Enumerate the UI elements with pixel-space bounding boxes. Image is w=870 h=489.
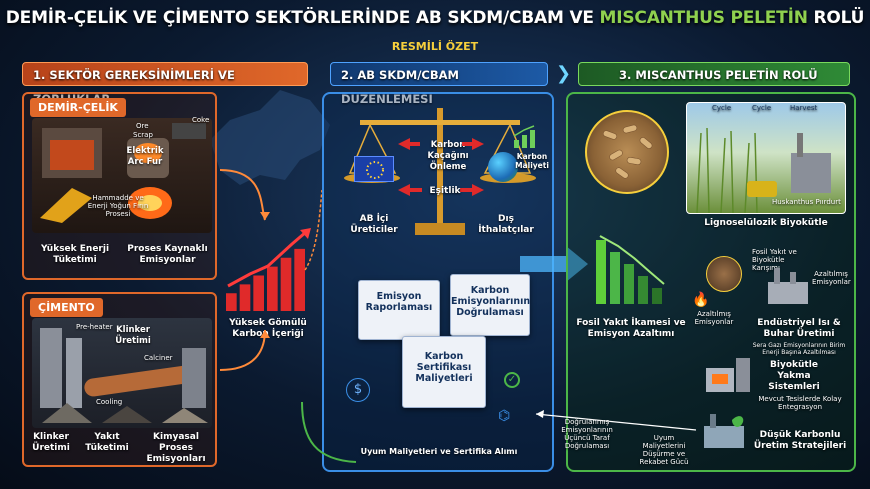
steel-tag: DEMİR-ÇELİK xyxy=(30,98,126,117)
miscanthus-field xyxy=(686,102,846,214)
flow-arrows-left xyxy=(219,169,323,371)
molecule-icon: ⌬ xyxy=(498,408,511,424)
carbon-bar xyxy=(280,257,292,311)
low-carbon-label: Düşük Karbonlu Üretim Stratejileri xyxy=(753,430,847,451)
section-header-2: 2. AB SKDM/CBAM DÜZENLEMESİ xyxy=(330,62,548,106)
carbon-bar xyxy=(267,266,278,311)
coin-icon: $ xyxy=(346,378,370,402)
cooling-label: Cooling xyxy=(96,398,123,406)
section-header-1: 1. SEKTÖR GEREKSİNİMLERİ VE ZORLUKLAR xyxy=(22,62,308,106)
emission-reduction-chart xyxy=(596,235,665,304)
chevron-right-icon: ❯ xyxy=(556,63,572,84)
cycle1-label: Cycle xyxy=(712,104,732,112)
furnace-icon xyxy=(40,123,206,223)
husk-label: Huskanthus Pıırdurt xyxy=(772,198,841,206)
doc-certificate-cost: Karbon Sertifikası Maliyetleri xyxy=(402,336,486,408)
scrap-label: Scrap xyxy=(133,131,153,139)
europe-map-icon xyxy=(210,90,330,185)
cement-tag: ÇİMENTO xyxy=(30,298,103,317)
doc-emission-reporting: Emisyon Raporlaması xyxy=(358,280,440,340)
compliance-label: Uyum Maliyetlerini Düşürme ve Rekabet Gü… xyxy=(639,434,689,466)
boiler-icon xyxy=(706,358,750,392)
leakage-label: Karbon Kaçağını Önleme xyxy=(427,140,469,172)
steel-scene xyxy=(32,118,212,233)
check-icon: ✓ xyxy=(504,372,520,388)
mix-label: Fosil Yakıt ve Biyokütle Karışımı xyxy=(752,248,797,272)
heat-label: Endüstriyel Isı & Buhar Üretimi xyxy=(757,318,841,339)
feedback-lines xyxy=(301,401,697,463)
klinker-label: Klinker Üretimi xyxy=(32,432,70,453)
ligno-label: Lignoselülozik Biyokütle xyxy=(704,218,828,228)
eaf-label: Elektrik Arc Fur xyxy=(126,146,164,167)
importers-label: Dış İthalatçılar xyxy=(478,214,534,235)
cycle2-label: Cycle xyxy=(752,104,772,112)
embedded-carbon-label: Yüksek Gömülü Karbon İçeriği xyxy=(229,318,307,339)
cement-plant-icon xyxy=(40,328,208,423)
embedded-carbon-chart xyxy=(226,228,311,311)
dri-label: Hammadde ve Enerji Yoğun Fırın Prosesi xyxy=(87,194,149,218)
factory-icon xyxy=(768,268,808,304)
fossil-label: Fosil Yakıt İkamesi ve Emisyon Azaltımı xyxy=(576,318,686,339)
title-highlight: MISCANTHUS PELETİN xyxy=(599,8,808,28)
flame-icon: 🔥 xyxy=(692,292,710,308)
green-factory-icon xyxy=(704,414,744,448)
section-header-3: 3. MISCANTHUS PELETİN ROLÜ xyxy=(578,62,850,86)
trend-arrow xyxy=(227,230,307,288)
ore-label: Ore xyxy=(136,122,149,130)
pellets-icon xyxy=(585,110,669,194)
chem-label: Kimyasal Proses Emisyonları xyxy=(146,432,206,464)
verified-label: Doğrulanmış Emisyonlarının Üçüncü Taraf … xyxy=(561,418,613,450)
cement-scene xyxy=(32,318,212,428)
equity-label: Eşitlik xyxy=(429,186,461,196)
page-title: DEMİR-ÇELİK VE ÇİMENTO SEKTÖRLERİNDE AB … xyxy=(0,8,870,28)
bio-sub-label: Mevcut Tesislerde Kolay Entegrasyon xyxy=(758,395,842,411)
preheater-label: Pre-heater xyxy=(76,323,113,331)
carbon-bar xyxy=(226,293,237,311)
steel-energy-label: Yüksek Enerji Tüketimi xyxy=(40,244,110,265)
title-text-3: ROLÜ xyxy=(807,8,865,28)
arrow-right-icon xyxy=(520,246,588,282)
trend-arrowhead xyxy=(300,228,311,239)
fuel-mix-icon xyxy=(706,256,742,292)
carbon-bar xyxy=(253,275,264,311)
coke-label: Coke xyxy=(192,116,210,124)
bio-label: Biyokütle Yakma Sistemleri xyxy=(768,360,820,392)
steel-process-label: Proses Kaynaklı Emisyonlar xyxy=(127,244,208,265)
compliance-cost-label: Uyum Maliyetleri ve Sertifika Alımı xyxy=(360,447,518,456)
growth-chart-icon xyxy=(513,125,535,148)
heat-sub-label: Sera Gazı Emisyonlarının Birim Enerji Ba… xyxy=(752,342,846,356)
title-text-1: DEMİR-ÇELİK VE ÇİMENTO SEKTÖRLERİNDE AB … xyxy=(5,8,600,28)
eu-producers-label: AB İçi Üreticiler xyxy=(350,214,398,235)
klinker-prod-label: Klinker Üretimi xyxy=(115,325,151,346)
globe-icon xyxy=(488,152,518,182)
fuel-label: Yakıt Tüketimi xyxy=(85,432,129,453)
calciner-label: Calciner xyxy=(144,354,173,362)
reduced1-label: Azaltılmış Emisyonlar xyxy=(812,270,851,286)
harvest-label: Harvest xyxy=(790,104,818,112)
double-arrow-icon xyxy=(398,138,484,196)
carbon-cost-label: Karbon Maliyeti xyxy=(515,152,549,170)
doc-verification: Karbon Emisyonlarının Doğrulaması xyxy=(450,274,530,336)
reduced2-label: Azaltılmış Emisyonlar xyxy=(694,310,734,326)
carbon-bar xyxy=(239,284,251,311)
eu-flag-icon xyxy=(354,156,394,182)
page-subtitle: RESMİLİ ÖZET xyxy=(391,40,479,53)
carbon-bar xyxy=(294,248,305,311)
